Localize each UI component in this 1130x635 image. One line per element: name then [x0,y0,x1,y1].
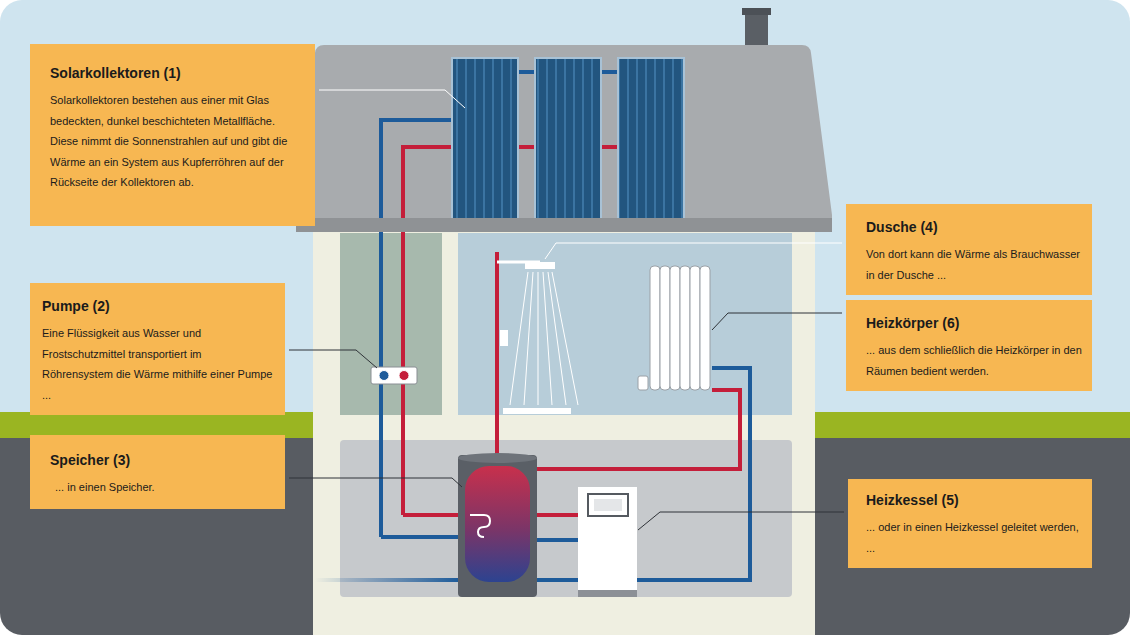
callout-heading: Pumpe (2) [42,297,275,315]
pump [371,367,417,384]
house-wall [313,215,815,635]
callout-box: Dusche (4) Von dort kann die Wärme als Br… [846,204,1092,295]
cold-pipe [637,368,750,580]
callout-box: Heizkörper (6) ... aus dem schließlich di… [846,300,1092,391]
roof-eave [296,218,832,232]
callout-box: Speicher (3) ... in einen Speicher. [30,435,285,509]
leader-lines [289,90,844,530]
leader-line [712,313,842,330]
radiator-part [670,266,680,390]
radiator-part [680,266,690,390]
water-jet-part [524,272,533,405]
callout-text: ... in einen Speicher. [50,477,275,498]
water-jet-part [552,272,578,405]
callout-box: Heizkessel (5) ... oder in einen Heizkess… [848,479,1092,568]
solar-panel [452,58,518,228]
storage-tank [458,453,537,597]
callout-text: ... oder in einen Heizkessel geleitet we… [866,517,1082,558]
solar-panel [535,58,601,228]
boiler-display [588,494,628,516]
leader-line [545,243,842,259]
boiler [578,487,637,597]
tank-water [465,466,530,582]
hot-pipe [403,147,452,515]
radiator-part [700,266,710,390]
basement [340,440,792,597]
leader-line [638,512,844,530]
leader-line [319,90,465,108]
cold-pipe [537,538,578,542]
shower [497,262,578,414]
callout-heading: Solarkollektoren (1) [50,64,299,82]
hot-pipe [537,390,740,469]
callout-text: Eine Flüssigkeit aus Wasser und Frostsch… [42,323,275,405]
tank-top [458,453,537,463]
roof [296,45,832,232]
pump-port [399,371,409,381]
water-inlet [315,578,460,582]
shower-head [525,262,555,269]
radiator-part [650,266,660,390]
leader-line [289,350,377,368]
boiler-screen [594,499,622,511]
boiler-base [578,590,637,597]
solar-panel [618,58,684,228]
callout-text: Solarkollektoren bestehen aus einer mit … [50,90,299,193]
radiator-part [660,266,670,390]
chimney-cap [742,8,771,15]
radiator-part [690,266,700,390]
room-right [458,233,792,415]
pump-body [371,367,417,384]
callout-text: Von dort kann die Wärme als Brauchwasser… [866,244,1082,285]
callout-heading: Speicher (3) [50,451,275,469]
callout-box: Pumpe (2) Eine Flüssigkeit aus Wasser und… [30,283,285,415]
cold-pipe [381,535,470,539]
cold-pipe [537,578,578,582]
leader-line [289,478,462,487]
cold-pipe [381,120,452,537]
roof-eave [296,218,832,232]
shower-valve [500,330,508,346]
hot-pipe [495,252,499,455]
pump-port [379,371,389,381]
house [296,8,832,635]
room-left [340,233,442,415]
callout-box: Solarkollektoren (1) Solarkollektoren bes… [30,44,315,226]
boiler-body [578,487,637,597]
water-jet-part [548,272,566,405]
heat-coil [470,515,490,537]
callout-heading: Heizkörper (6) [866,314,1082,332]
tank-shell [458,455,537,597]
radiator-valve [638,376,648,390]
shower-tray [503,408,571,414]
callout-text: ... aus dem schließlich die Heizkörper i… [866,340,1082,381]
hot-pipe [537,513,578,517]
water-jet [510,272,578,405]
water-jet-part [538,272,539,405]
callout-heading: Heizkessel (5) [866,491,1082,509]
callout-heading: Dusche (4) [866,218,1082,236]
radiator [638,266,710,390]
